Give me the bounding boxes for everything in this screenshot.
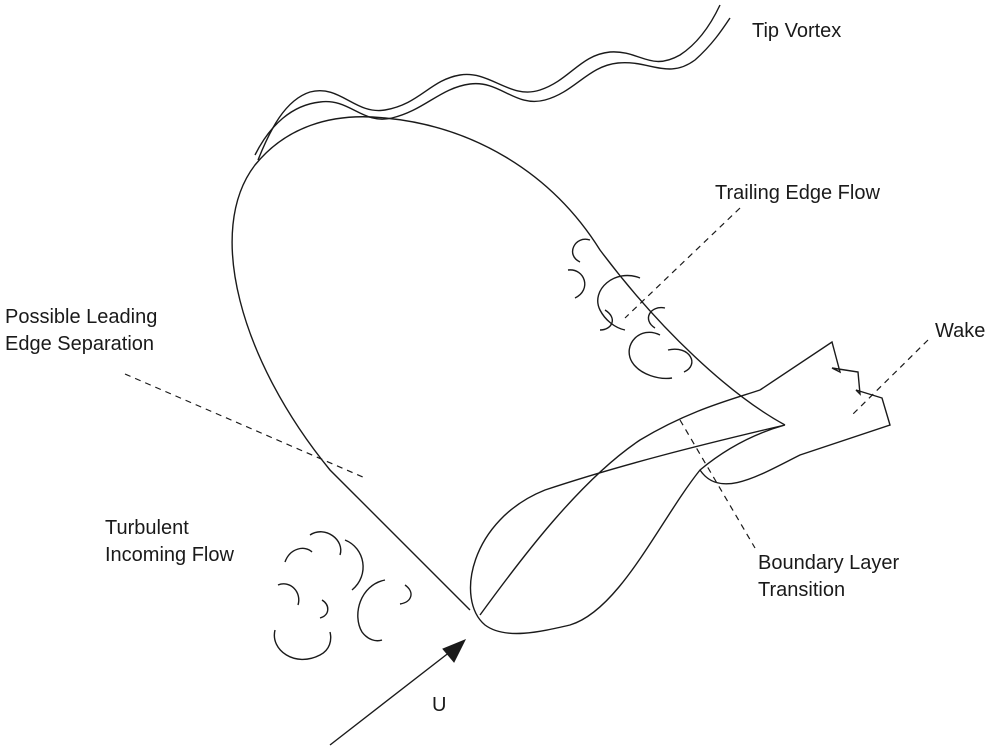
incoming-eddy [277,583,300,606]
airfoil-upper-surface [479,389,761,616]
trailing-eddy [667,348,693,373]
incoming-eddy [357,579,386,642]
blade-outline [231,116,786,611]
incoming-eddy [344,539,364,591]
flow-arrow-shaft [329,647,456,746]
flow-arrow-head [442,639,467,663]
trailing-edge-flow-label: Trailing Edge Flow [715,182,880,204]
airfoil-section [469,424,786,635]
incoming-eddy [319,599,329,619]
incoming-eddy [284,547,313,563]
wake-label: Wake [935,320,986,342]
tip-vortex-label: Tip Vortex [752,20,842,42]
leader-trailing-edge [624,207,741,319]
flow-velocity-label: U [432,694,447,716]
leader-boundary-layer [679,419,756,549]
tip-vortex-strand-2 [254,17,731,156]
trailing-eddy [599,309,613,331]
trailing-eddy [597,274,641,331]
trailing-eddy [571,238,591,263]
boundary-layer-transition-label: Boundary Layer Transition [758,552,900,601]
incoming-eddy [273,629,332,661]
trailing-eddy [628,331,673,380]
tip-vortex-strand-1 [257,4,721,161]
leader-leading-edge [124,373,366,479]
wake-outline [699,340,891,485]
turbulent-incoming-flow-label: Turbulent Incoming Flow [105,517,234,566]
trailing-eddy [567,269,586,299]
incoming-eddy [399,584,412,605]
leading-edge-separation-label: Possible Leading Edge Separation [5,306,158,355]
incoming-eddy [309,531,342,556]
trailing-eddy [647,306,666,329]
leader-wake [851,339,929,416]
